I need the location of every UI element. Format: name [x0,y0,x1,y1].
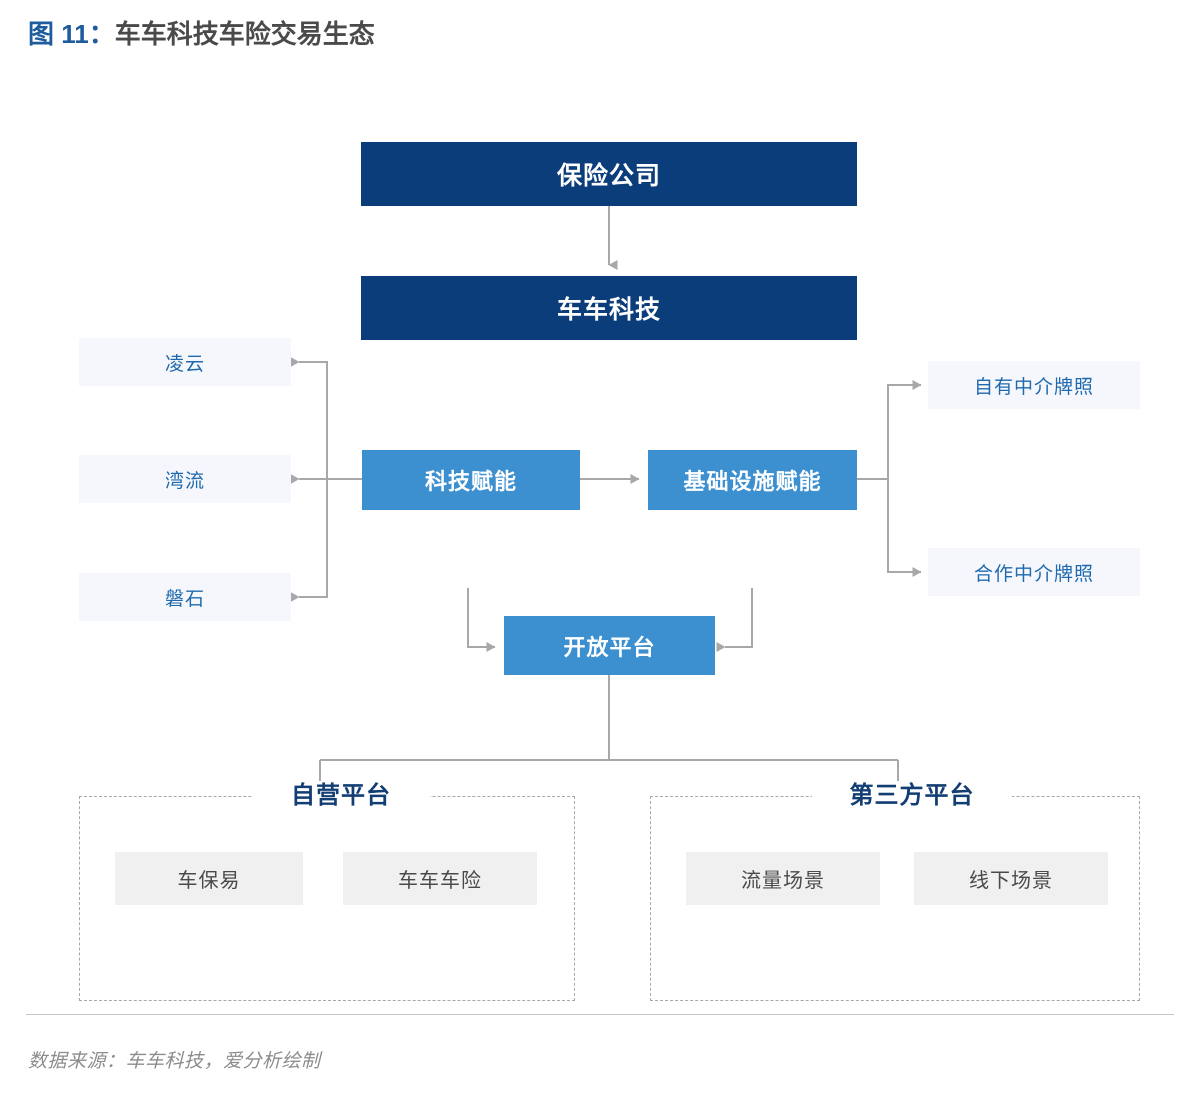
node-license-partner-label: 合作中介牌照 [973,563,1094,585]
figure-label: 图 11： [28,19,115,49]
node-insurer[interactable]: 保险公司 [361,142,857,206]
group-third-party-platform-title: 第三方平台 [812,781,1012,811]
node-license-own[interactable]: 自有中介牌照 [928,361,1140,409]
node-product-panshi-label: 磐石 [164,588,205,610]
node-chechekeji[interactable]: 车车科技 [361,276,857,340]
source-note: 数据来源：车车科技，爱分析绘制 [28,1051,321,1072]
node-open-platform[interactable]: 开放平台 [504,616,715,675]
wire-tech-to-panshi [290,479,328,602]
node-tech-enablement-label: 科技赋能 [424,469,517,494]
node-product-wanliu[interactable]: 湾流 [79,455,291,503]
node-product-wanliu-label: 湾流 [164,470,205,492]
chip-offline-scenario-label: 线下场景 [969,870,1053,892]
node-open-platform-label: 开放平台 [563,634,656,660]
node-insurer-label: 保险公司 [556,162,661,190]
chip-chechechexian[interactable]: 车车车险 [343,852,537,905]
node-tech-enablement[interactable]: 科技赋能 [362,450,580,510]
footer-divider [26,1014,1174,1015]
node-infra-enablement[interactable]: 基础设施赋能 [648,450,857,510]
group-self-operated-platform-title: 自营平台 [252,781,430,811]
chip-traffic-scenario[interactable]: 流量场景 [686,852,880,905]
node-product-panshi[interactable]: 磐石 [79,573,291,621]
ecosystem-diagram: 保险公司 车车科技 科技赋能 基础设施赋能 开放平台 凌云 湾流 磐石 自有中介… [0,80,1200,1001]
wire-tech-to-open-platform [467,588,496,652]
chip-offline-scenario[interactable]: 线下场景 [914,852,1108,905]
node-product-lingyun-label: 凌云 [164,353,205,375]
wire-infra-to-own-license [887,380,922,479]
chip-chebaoyi-label: 车保易 [177,870,241,892]
chip-chechechexian-label: 车车车险 [398,870,482,892]
chip-chebaoyi[interactable]: 车保易 [115,852,303,905]
node-infra-enablement-label: 基础设施赋能 [683,469,822,494]
figure-title-text: 车车科技车险交易生态 [114,19,375,49]
wire-tech-to-lingyun [290,357,328,479]
node-chechekeji-label: 车车科技 [556,296,661,324]
node-product-lingyun[interactable]: 凌云 [79,338,291,386]
node-license-partner[interactable]: 合作中介牌照 [928,548,1140,596]
wire-infra-to-partner-license [887,479,922,577]
wire-infra-to-open-platform [716,588,753,652]
node-license-own-label: 自有中介牌照 [973,376,1094,398]
page-title: 图 11：车车科技车险交易生态 [28,16,375,52]
chip-traffic-scenario-label: 流量场景 [741,870,825,892]
